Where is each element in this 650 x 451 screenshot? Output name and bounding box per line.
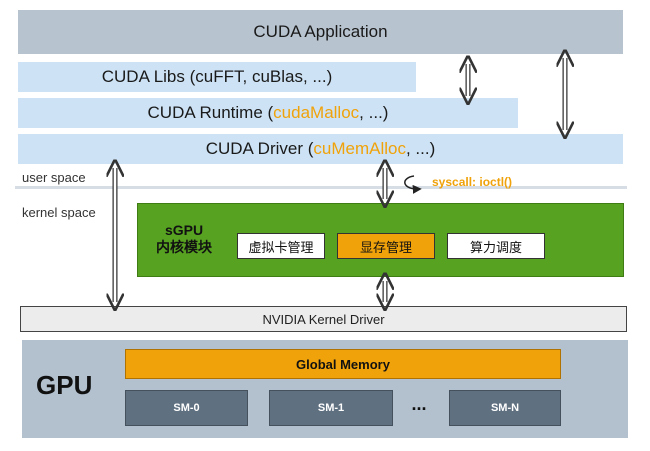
cuda-runtime-suffix: , ...): [359, 103, 389, 122]
kernel-space-label: kernel space: [22, 205, 96, 220]
sm-1-label: SM-1: [317, 402, 345, 414]
gpu-label: GPU: [36, 370, 93, 400]
memory-management-box: 显存管理: [337, 233, 435, 259]
cuda-driver-highlight: cuMemAlloc: [313, 139, 406, 158]
user-kernel-divider: [15, 186, 627, 189]
cuda-libs-layer: CUDA Libs (cuFFT, cuBlas, ...): [18, 62, 416, 92]
cuda-runtime-highlight: cudaMalloc: [273, 103, 360, 122]
sgpu-title-line1: sGPU: [164, 222, 204, 238]
sm-n-label: SM-N: [490, 402, 520, 414]
sm-ellipsis: ...: [411, 394, 427, 414]
cuda-driver-layer: CUDA Driver (cuMemAlloc, ...): [18, 134, 623, 164]
sm-0-box: SM-0: [125, 390, 248, 426]
syscall-curved-arrow: [404, 175, 422, 194]
virtual-card-management-label: 虚拟卡管理: [248, 239, 314, 255]
sgpu-title-line2: 内核模块: [156, 239, 212, 255]
cuda-runtime-layer: CUDA Runtime (cudaMalloc, ...): [18, 98, 518, 128]
cuda-application-layer: CUDA Application: [18, 10, 623, 54]
user-space-label: user space: [22, 170, 86, 185]
cuda-application-label: CUDA Application: [253, 22, 388, 41]
sm-1-box: SM-1: [269, 390, 393, 426]
sgpu-title: sGPU 内核模块: [140, 222, 228, 256]
memory-management-label: 显存管理: [359, 239, 412, 255]
cuda-libs-label: CUDA Libs (cuFFT, cuBlas, ...): [101, 67, 333, 86]
syscall-label: syscall: ioctl(): [432, 175, 513, 189]
sm-n-box: SM-N: [449, 390, 561, 426]
virtual-card-management-box: 虚拟卡管理: [237, 233, 325, 259]
global-memory-box: Global Memory: [125, 349, 561, 379]
compute-scheduling-label: 算力调度: [469, 239, 522, 255]
cuda-driver-prefix: CUDA Driver (: [205, 139, 314, 158]
cuda-driver-suffix: , ...): [405, 139, 436, 158]
global-memory-label: Global Memory: [296, 356, 390, 372]
compute-scheduling-box: 算力调度: [447, 233, 545, 259]
cuda-runtime-prefix: CUDA Runtime (: [147, 103, 274, 122]
nvidia-kernel-driver-label: NVIDIA Kernel Driver: [262, 311, 385, 327]
sm-0-label: SM-0: [173, 402, 200, 414]
